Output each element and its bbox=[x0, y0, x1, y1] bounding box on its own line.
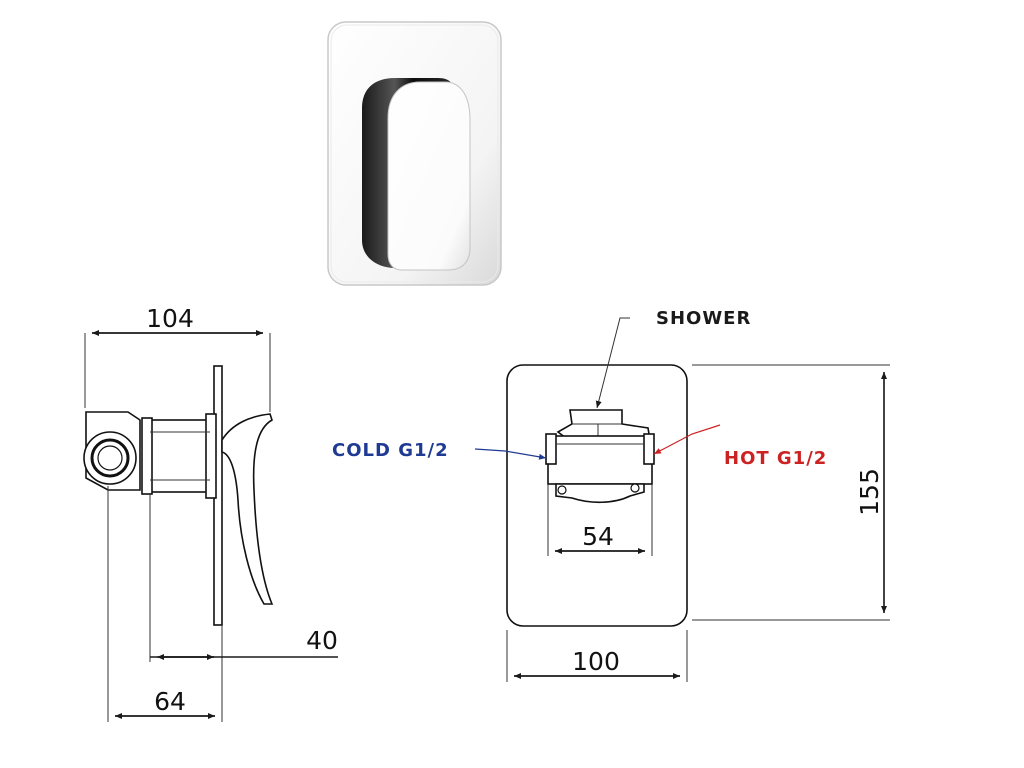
dim-inlet-spacing: 54 bbox=[582, 522, 614, 551]
side-view: 104 40 64 bbox=[83, 304, 338, 722]
dim-front-width: 100 bbox=[572, 647, 620, 676]
product-render bbox=[327, 21, 502, 286]
label-shower: SHOWER bbox=[656, 308, 751, 329]
lever-handle bbox=[387, 81, 471, 271]
label-cold: COLD G1/2 bbox=[332, 440, 449, 461]
dim-front-height: 155 bbox=[855, 468, 884, 516]
dim-side-depth-40: 40 bbox=[306, 626, 338, 655]
side-valve-body bbox=[149, 419, 211, 493]
front-view: SHOWER COLD G1/2 HOT G1/2 54 100 155 bbox=[332, 308, 890, 682]
cover-plate-edge bbox=[330, 24, 499, 283]
side-lever bbox=[221, 413, 274, 605]
front-valve-body bbox=[545, 409, 655, 504]
dim-side-depth-64: 64 bbox=[154, 687, 186, 716]
label-hot: HOT G1/2 bbox=[724, 448, 827, 469]
dim-side-width: 104 bbox=[146, 304, 194, 333]
